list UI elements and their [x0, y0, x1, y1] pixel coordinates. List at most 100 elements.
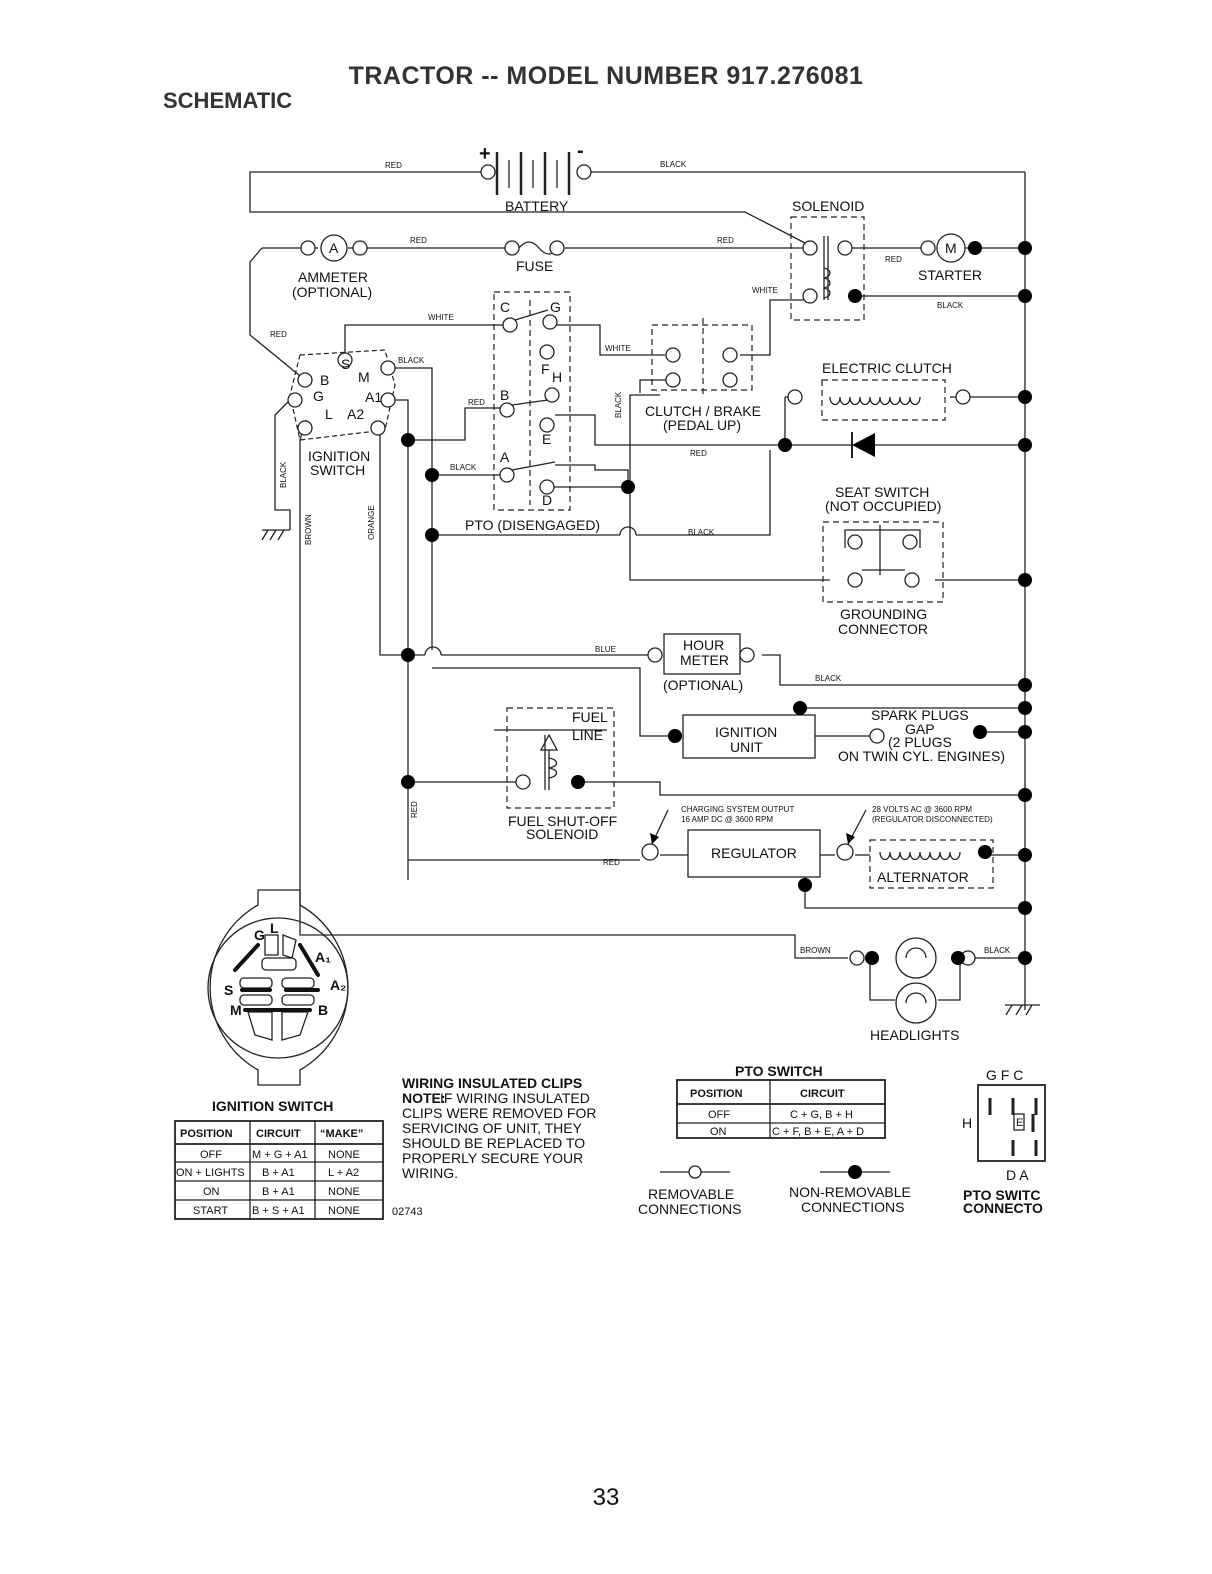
- svg-text:NONE: NONE: [328, 1149, 360, 1161]
- svg-text:M + G + A1: M + G + A1: [252, 1149, 308, 1161]
- svg-text:OFF: OFF: [200, 1149, 222, 1161]
- svg-text:BLACK: BLACK: [450, 463, 477, 472]
- ground-symbol: [261, 529, 290, 541]
- battery-plus: +: [479, 143, 491, 165]
- clutch-brake-label: CLUTCH / BRAKE: [645, 403, 761, 419]
- svg-text:(2 PLUGS: (2 PLUGS: [888, 734, 952, 750]
- svg-text:L: L: [270, 920, 279, 936]
- svg-text:ON: ON: [710, 1126, 727, 1138]
- svg-text:ON TWIN CYL. ENGINES): ON TWIN CYL. ENGINES): [838, 748, 1005, 764]
- svg-text:NOTE:: NOTE:: [402, 1090, 446, 1106]
- junction-dots: [401, 241, 1032, 965]
- svg-text:E: E: [1016, 1117, 1023, 1129]
- svg-text:PROPERLY SECURE YOUR: PROPERLY SECURE YOUR: [402, 1150, 583, 1166]
- ground-symbol: [1005, 1004, 1040, 1016]
- starter-label: STARTER: [918, 267, 982, 283]
- svg-text:B + A1: B + A1: [262, 1186, 295, 1198]
- svg-text:RED: RED: [385, 161, 402, 170]
- clutch-brake-switch: CLUTCH / BRAKE (PEDAL UP): [645, 318, 761, 433]
- svg-text:BLACK: BLACK: [614, 391, 623, 418]
- svg-text:B: B: [320, 372, 329, 388]
- svg-text:WIRING INSULATED CLIPS: WIRING INSULATED CLIPS: [402, 1075, 582, 1091]
- svg-text:M: M: [358, 369, 370, 385]
- svg-text:BLACK: BLACK: [660, 160, 687, 169]
- svg-text:F: F: [541, 361, 550, 377]
- spark-plugs: SPARK PLUGS GAP (2 PLUGS ON TWIN CYL. EN…: [838, 707, 1005, 764]
- svg-text:METER: METER: [680, 652, 729, 668]
- svg-text:BROWN: BROWN: [304, 514, 313, 545]
- svg-text:IF WIRING INSULATED: IF WIRING INSULATED: [440, 1090, 590, 1106]
- svg-text:PTO SWITC: PTO SWITC: [963, 1187, 1041, 1203]
- svg-text:NONE: NONE: [328, 1205, 360, 1217]
- fuse-label: FUSE: [516, 258, 553, 274]
- fuse: FUSE: [504, 240, 565, 274]
- svg-text:SHOULD BE REPLACED TO: SHOULD BE REPLACED TO: [402, 1135, 585, 1151]
- svg-text:RED: RED: [717, 236, 734, 245]
- svg-text:BLACK: BLACK: [815, 674, 842, 683]
- svg-text:WHITE: WHITE: [428, 313, 454, 322]
- svg-text:BLACK: BLACK: [984, 946, 1011, 955]
- svg-text:16 AMP DC @ 3600 RPM: 16 AMP DC @ 3600 RPM: [681, 815, 773, 824]
- svg-text:RED: RED: [270, 330, 287, 339]
- svg-text:G: G: [550, 299, 561, 315]
- svg-text:GAP: GAP: [905, 721, 935, 737]
- page-title: TRACTOR -- MODEL NUMBER 917.276081: [348, 62, 864, 90]
- svg-text:RED: RED: [690, 449, 707, 458]
- seat-switch: SEAT SWITCH (NOT OCCUPIED) GROUNDING CON…: [822, 484, 944, 637]
- svg-text:BLACK: BLACK: [398, 356, 425, 365]
- ignition-table-title: IGNITION SWITCH: [212, 1098, 333, 1114]
- svg-text:G: G: [254, 927, 265, 943]
- hour-meter-label: HOUR: [683, 637, 724, 653]
- svg-text:E: E: [542, 431, 551, 447]
- fuel-shutoff-solenoid: FUEL LINE FUEL SHUT-OFF SOLENOID: [494, 707, 617, 842]
- ignition-switch: S B M G A1 L A2 IGNITION SWITCH: [287, 349, 396, 478]
- svg-text:“MAKE”: “MAKE”: [320, 1128, 363, 1140]
- svg-text:ORANGE: ORANGE: [367, 505, 376, 540]
- headlights-label: HEADLIGHTS: [870, 1027, 959, 1043]
- svg-text:NONE: NONE: [328, 1186, 360, 1198]
- svg-text:M: M: [945, 240, 957, 256]
- wiring-note: WIRING INSULATED CLIPS NOTE: IF WIRING I…: [392, 1075, 596, 1218]
- svg-text:(OPTIONAL): (OPTIONAL): [663, 677, 743, 693]
- svg-text:B: B: [318, 1002, 328, 1018]
- svg-text:S: S: [341, 356, 350, 372]
- pto-switch-table: PTO SWITCH POSITION CIRCUIT OFF C + G, B…: [676, 1063, 886, 1139]
- svg-text:CONNECTOR: CONNECTOR: [838, 621, 928, 637]
- svg-text:D: D: [542, 492, 552, 508]
- svg-text:BROWN: BROWN: [800, 946, 831, 955]
- svg-text:(NOT OCCUPIED): (NOT OCCUPIED): [825, 498, 941, 514]
- svg-text:WIRING.: WIRING.: [402, 1165, 458, 1181]
- charging-output-label: CHARGING SYSTEM OUTPUT: [681, 805, 794, 814]
- svg-text:B: B: [500, 387, 509, 403]
- regulator-label: REGULATOR: [711, 845, 797, 861]
- starter: M STARTER: [918, 233, 982, 283]
- svg-text:BLACK: BLACK: [688, 528, 715, 537]
- svg-text:RED: RED: [410, 801, 419, 818]
- svg-text:BLACK: BLACK: [937, 301, 964, 310]
- svg-text:B + S + A1: B + S + A1: [252, 1205, 305, 1217]
- svg-text:CIRCUIT: CIRCUIT: [800, 1088, 845, 1100]
- wire-color-labels: RED BLACK RED RED RED WHITE BLACK RED WH…: [270, 160, 1011, 955]
- svg-text:A₁: A₁: [315, 949, 331, 965]
- svg-text:LINE: LINE: [572, 727, 603, 743]
- svg-text:REMOVABLE: REMOVABLE: [648, 1186, 734, 1202]
- fuel-shutoff-label: FUEL SHUT-OFF: [508, 813, 617, 829]
- svg-text:CIRCUIT: CIRCUIT: [256, 1128, 301, 1140]
- pto-disengaged-label: PTO (DISENGAGED): [465, 517, 600, 533]
- seat-switch-label: SEAT SWITCH: [835, 484, 929, 500]
- spark-plugs-label: SPARK PLUGS: [871, 707, 969, 723]
- svg-text:ON + LIGHTS: ON + LIGHTS: [176, 1167, 245, 1179]
- ignition-unit-label: IGNITION: [715, 724, 777, 740]
- svg-text:WHITE: WHITE: [752, 286, 778, 295]
- svg-text:(PEDAL UP): (PEDAL UP): [663, 417, 741, 433]
- svg-text:START: START: [193, 1205, 228, 1217]
- svg-text:H: H: [962, 1115, 972, 1131]
- svg-text:CONNECTO: CONNECTO: [963, 1200, 1043, 1216]
- solenoid: SOLENOID: [790, 198, 865, 321]
- svg-text:WHITE: WHITE: [605, 344, 631, 353]
- svg-text:D A: D A: [1006, 1167, 1029, 1183]
- svg-text:M: M: [230, 1002, 242, 1018]
- svg-text:A: A: [500, 449, 510, 465]
- hour-meter: HOUR METER (OPTIONAL): [647, 633, 755, 693]
- svg-text:A2: A2: [347, 406, 364, 422]
